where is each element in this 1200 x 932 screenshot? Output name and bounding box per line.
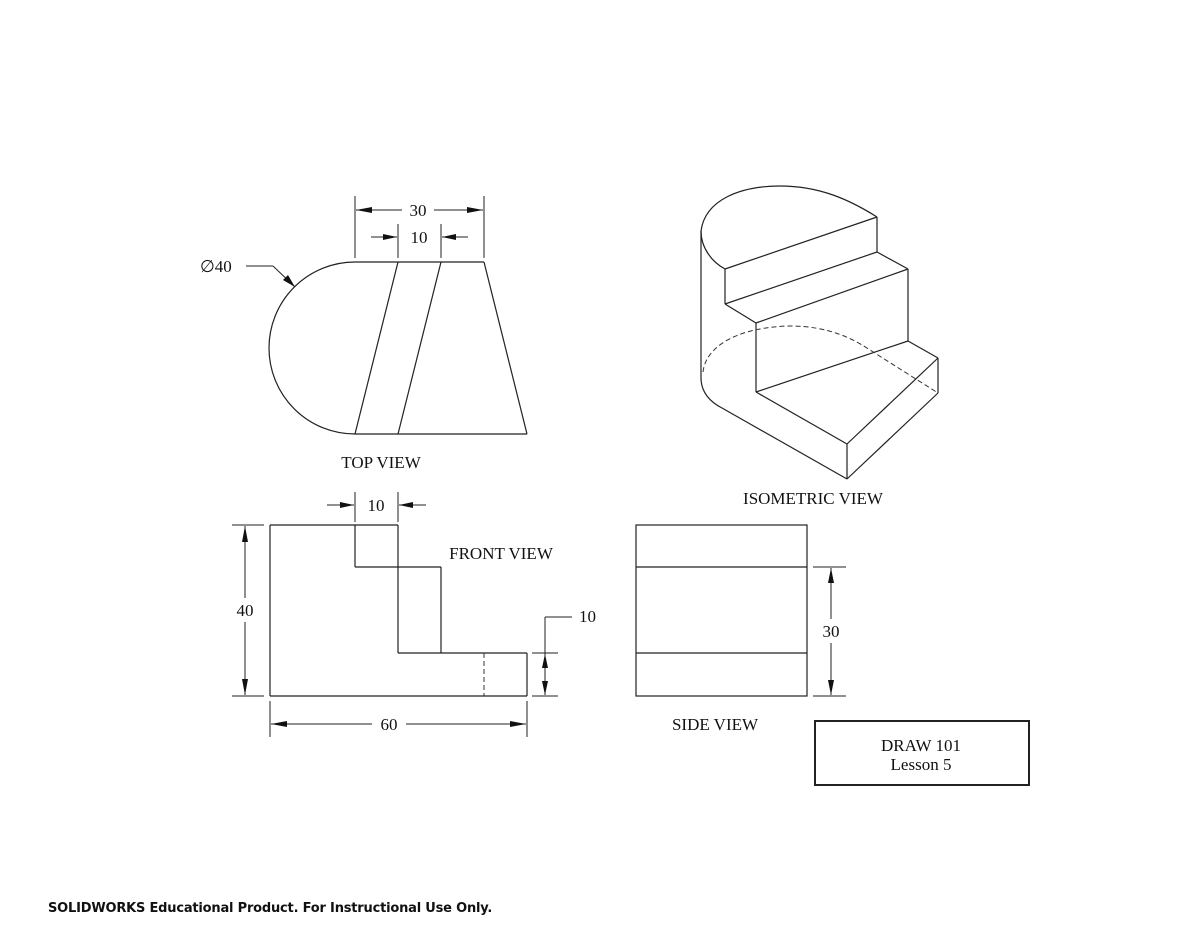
svg-text:40: 40	[237, 601, 254, 620]
top-view-edge	[354, 261, 399, 435]
svg-text:10: 10	[579, 607, 596, 626]
svg-text:60: 60	[381, 715, 398, 734]
title-block-line2: Lesson 5	[891, 755, 952, 774]
top-view: 30 10 ∅40 TOP VIEW	[200, 196, 528, 472]
front-view-label: FRONT VIEW	[449, 544, 554, 563]
svg-text:10: 10	[368, 496, 385, 515]
svg-text:30: 30	[410, 201, 427, 220]
dimension-30-top: 30	[354, 196, 485, 258]
dimension-40-front: 40	[232, 524, 264, 697]
top-view-label: TOP VIEW	[341, 453, 421, 472]
svg-text:∅40: ∅40	[200, 257, 232, 276]
title-block: DRAW 101 Lesson 5	[814, 720, 1030, 786]
front-view: 10 40 60 10	[232, 492, 596, 737]
top-view-arc	[268, 261, 356, 435]
dimension-10-front-step: 10	[532, 607, 596, 697]
side-view: 30 SIDE VIEW	[635, 524, 846, 734]
dimension-60-front: 60	[269, 701, 528, 737]
dimension-10-top: 10	[371, 224, 468, 258]
title-block-line1: DRAW 101	[881, 736, 961, 755]
top-view-edge	[397, 261, 442, 435]
dimension-30-side: 30	[813, 566, 846, 697]
side-view-label: SIDE VIEW	[672, 715, 759, 734]
dimension-diameter-40: ∅40	[200, 257, 296, 288]
svg-text:10: 10	[411, 228, 428, 247]
svg-text:30: 30	[823, 622, 840, 641]
educational-watermark: SOLIDWORKS Educational Product. For Inst…	[48, 901, 493, 916]
top-view-edge	[483, 261, 528, 435]
isometric-view: ISOMETRIC VIEW	[700, 185, 939, 508]
dimension-10-front-top: 10	[327, 492, 426, 522]
isometric-view-label: ISOMETRIC VIEW	[743, 489, 884, 508]
